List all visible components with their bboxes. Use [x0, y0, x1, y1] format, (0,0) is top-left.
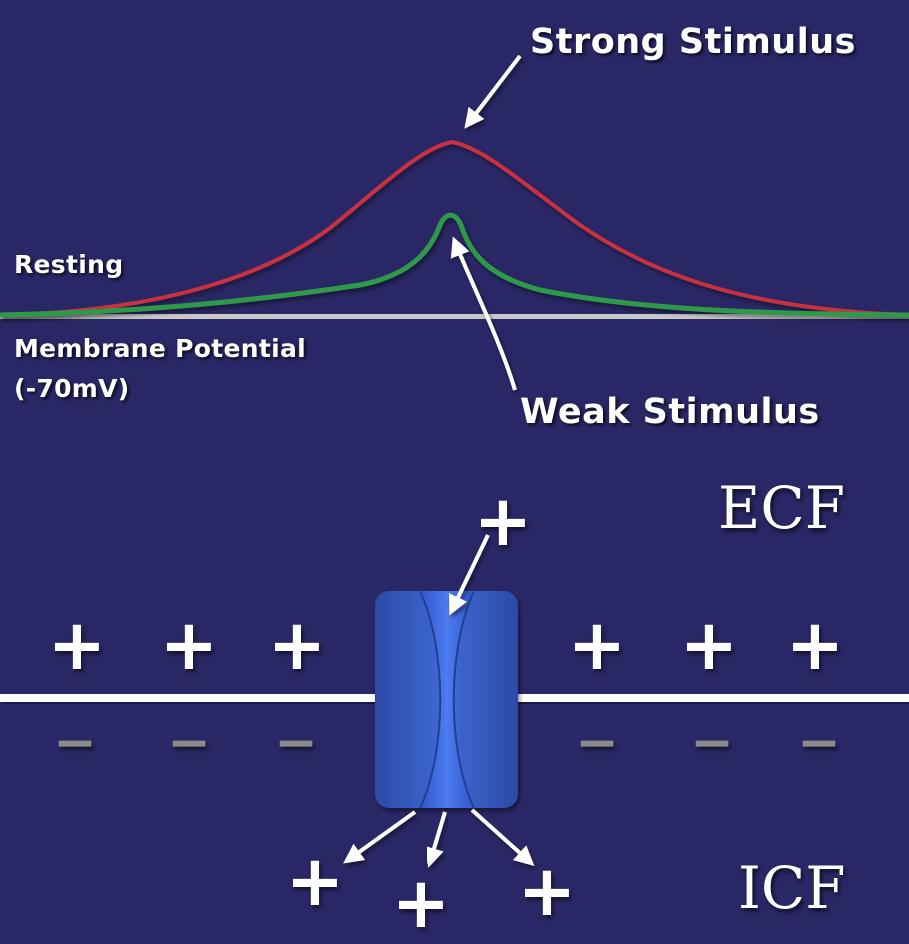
negative-charge: −: [274, 713, 318, 773]
icf-positive-ion: +: [517, 850, 577, 932]
entering-positive-ion: +: [473, 480, 533, 562]
negative-charge: −: [167, 713, 211, 773]
positive-charge: +: [159, 604, 219, 686]
icf-positive-ion: +: [391, 862, 451, 944]
positive-charge: +: [267, 604, 327, 686]
negative-charge: −: [575, 713, 619, 773]
negative-charge: −: [53, 713, 97, 773]
cell-membrane-left: [0, 694, 385, 702]
ion-channel: [375, 590, 518, 809]
negative-charge: −: [690, 713, 734, 773]
ecf-label: ECF: [718, 474, 845, 542]
strong-stimulus-label: Strong Stimulus: [530, 22, 856, 62]
weak-stimulus-label: Weak Stimulus: [520, 392, 820, 432]
strong-stimulus-arrow: [464, 54, 522, 129]
weak-stimulus-arrow: [450, 236, 517, 391]
icf-label: ICF: [738, 854, 846, 922]
weak-stimulus-curve: [0, 212, 909, 318]
positive-charge: +: [567, 604, 627, 686]
strong-stimulus-curve: [0, 139, 909, 317]
ion-exit-arrow-right: [470, 808, 535, 867]
ion-exit-arrow-left: [343, 810, 417, 864]
positive-charge: +: [785, 604, 845, 686]
ion-exit-arrow-center: [424, 811, 447, 868]
cell-membrane-right: [510, 694, 909, 702]
resting-baseline: [0, 314, 909, 319]
ion-entry-arrow: [449, 534, 490, 616]
membrane-potential-label: Membrane Potential: [14, 334, 306, 363]
negative-charge: −: [797, 713, 841, 773]
resting-value-label: (-70mV): [14, 374, 130, 403]
resting-label: Resting: [14, 250, 124, 279]
positive-charge: +: [679, 604, 739, 686]
positive-charge: +: [47, 604, 107, 686]
icf-positive-ion: +: [285, 840, 345, 922]
